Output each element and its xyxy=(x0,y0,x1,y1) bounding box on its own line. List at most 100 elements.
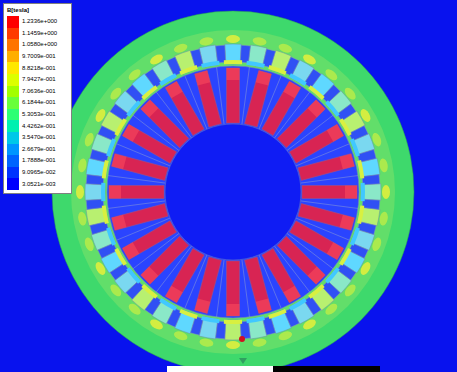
stator-slot xyxy=(126,85,144,103)
legend-swatch xyxy=(7,39,19,51)
stator-slot xyxy=(86,199,104,209)
stator-slot xyxy=(145,69,162,88)
magnet-edge xyxy=(122,242,139,259)
shaft xyxy=(165,124,301,260)
stator-slot xyxy=(304,69,321,88)
legend-swatch xyxy=(7,178,19,190)
saturation-spot xyxy=(226,341,240,349)
tooth-tip xyxy=(224,320,242,324)
stator-yoke-inner xyxy=(71,30,395,354)
legend-row: 9.7009e-001 xyxy=(4,51,71,63)
motor-section xyxy=(52,11,414,372)
rotor-magnet xyxy=(290,124,344,163)
magnet-edge xyxy=(227,304,240,316)
rotor-magnet xyxy=(195,71,222,127)
stator-tooth xyxy=(85,184,105,201)
magnet-edge xyxy=(122,124,139,141)
magnet-edge xyxy=(141,267,159,285)
legend-value: 8.8218e-001 xyxy=(22,65,56,72)
legend-swatch xyxy=(7,28,19,40)
saturation-spot xyxy=(382,185,390,199)
rotor-magnet xyxy=(112,154,168,181)
saturation-spot xyxy=(199,338,214,348)
legend-swatch xyxy=(7,16,19,28)
magnet-edge xyxy=(165,286,182,303)
saturation-spot xyxy=(76,185,84,199)
legend-row: 6.1844e-001 xyxy=(4,97,71,109)
stator-slot xyxy=(284,57,299,76)
stator-slot xyxy=(216,321,226,339)
tooth-tip xyxy=(361,183,365,201)
stator-slot xyxy=(145,296,162,315)
rotor-magnet xyxy=(227,68,240,123)
stator-yoke xyxy=(52,11,414,372)
legend-row: 9.0965e-002 xyxy=(4,167,71,179)
legend-swatch xyxy=(7,167,19,179)
stator-slot xyxy=(349,243,368,258)
origin-marker xyxy=(239,358,247,364)
legend-value: 1.0580e+000 xyxy=(22,41,57,48)
magnet-edge xyxy=(165,81,182,98)
legend-value: 2.6679e-001 xyxy=(22,146,56,153)
saturation-spot xyxy=(77,158,87,173)
tooth-tip xyxy=(224,60,242,64)
stator-slot xyxy=(216,45,226,63)
legend-value: 1.1459e+000 xyxy=(22,30,57,37)
rotor-magnet xyxy=(195,257,222,313)
magnet-edge xyxy=(308,100,326,118)
magnet-edge xyxy=(340,154,355,170)
legend-swatch xyxy=(7,155,19,167)
tooth-tip xyxy=(101,183,105,201)
rotor-magnet xyxy=(165,81,204,135)
stator-slot xyxy=(167,308,182,327)
stator-tooth xyxy=(225,44,242,64)
rotor-magnet xyxy=(302,186,357,199)
probe-marker xyxy=(239,336,245,342)
saturation-spot xyxy=(77,211,87,226)
stator-slot xyxy=(240,45,250,63)
legend-row: 1.1459e+000 xyxy=(4,28,71,40)
legend-value: 6.1844e-001 xyxy=(22,99,56,106)
magnet-edge xyxy=(256,299,272,314)
rotor-magnet xyxy=(245,257,272,313)
legend-swatch xyxy=(7,109,19,121)
legend-value: 7.0636e-001 xyxy=(22,88,56,95)
stator-tooth xyxy=(225,320,242,340)
legend-swatch xyxy=(7,97,19,109)
legend-value: 9.0965e-002 xyxy=(22,169,56,176)
stator-tooth xyxy=(361,184,381,201)
stator-slot xyxy=(322,85,340,103)
rotor-magnet xyxy=(245,71,272,127)
stator-slot xyxy=(362,199,380,209)
legend-swatch xyxy=(7,74,19,86)
magnet-edge xyxy=(141,100,159,118)
rotor-magnet xyxy=(122,221,176,260)
rotor-magnet xyxy=(262,249,301,303)
legend-value: 9.7009e-001 xyxy=(22,53,56,60)
saturation-spot xyxy=(379,158,389,173)
saturation-spot xyxy=(199,36,214,46)
rotor-magnet xyxy=(109,186,164,199)
legend-swatch xyxy=(7,51,19,63)
stator-slot xyxy=(362,175,380,185)
legend-value: 5.3053e-001 xyxy=(22,111,56,118)
rotor-magnet xyxy=(227,261,240,316)
color-legend: B[tesla]1.2336e+0001.1459e+0001.0580e+00… xyxy=(3,3,72,194)
saturation-spot xyxy=(379,211,389,226)
magnet-edge xyxy=(195,299,211,314)
magnet-edge xyxy=(112,215,127,231)
stator-slot xyxy=(126,281,144,299)
stator-slot xyxy=(349,126,368,141)
legend-swatch xyxy=(7,132,19,144)
magnet-edge xyxy=(283,81,300,98)
stator-slot xyxy=(167,57,182,76)
legend-row: 5.3053e-001 xyxy=(4,109,71,121)
stator-slot xyxy=(98,126,117,141)
legend-swatch xyxy=(7,144,19,156)
saturation-spot xyxy=(252,36,267,46)
magnet-edge xyxy=(109,186,121,199)
stator-slot xyxy=(322,281,340,299)
legend-value: 3.0521e-003 xyxy=(22,181,56,188)
magnet-edge xyxy=(256,71,272,86)
scale-bar xyxy=(167,366,273,372)
